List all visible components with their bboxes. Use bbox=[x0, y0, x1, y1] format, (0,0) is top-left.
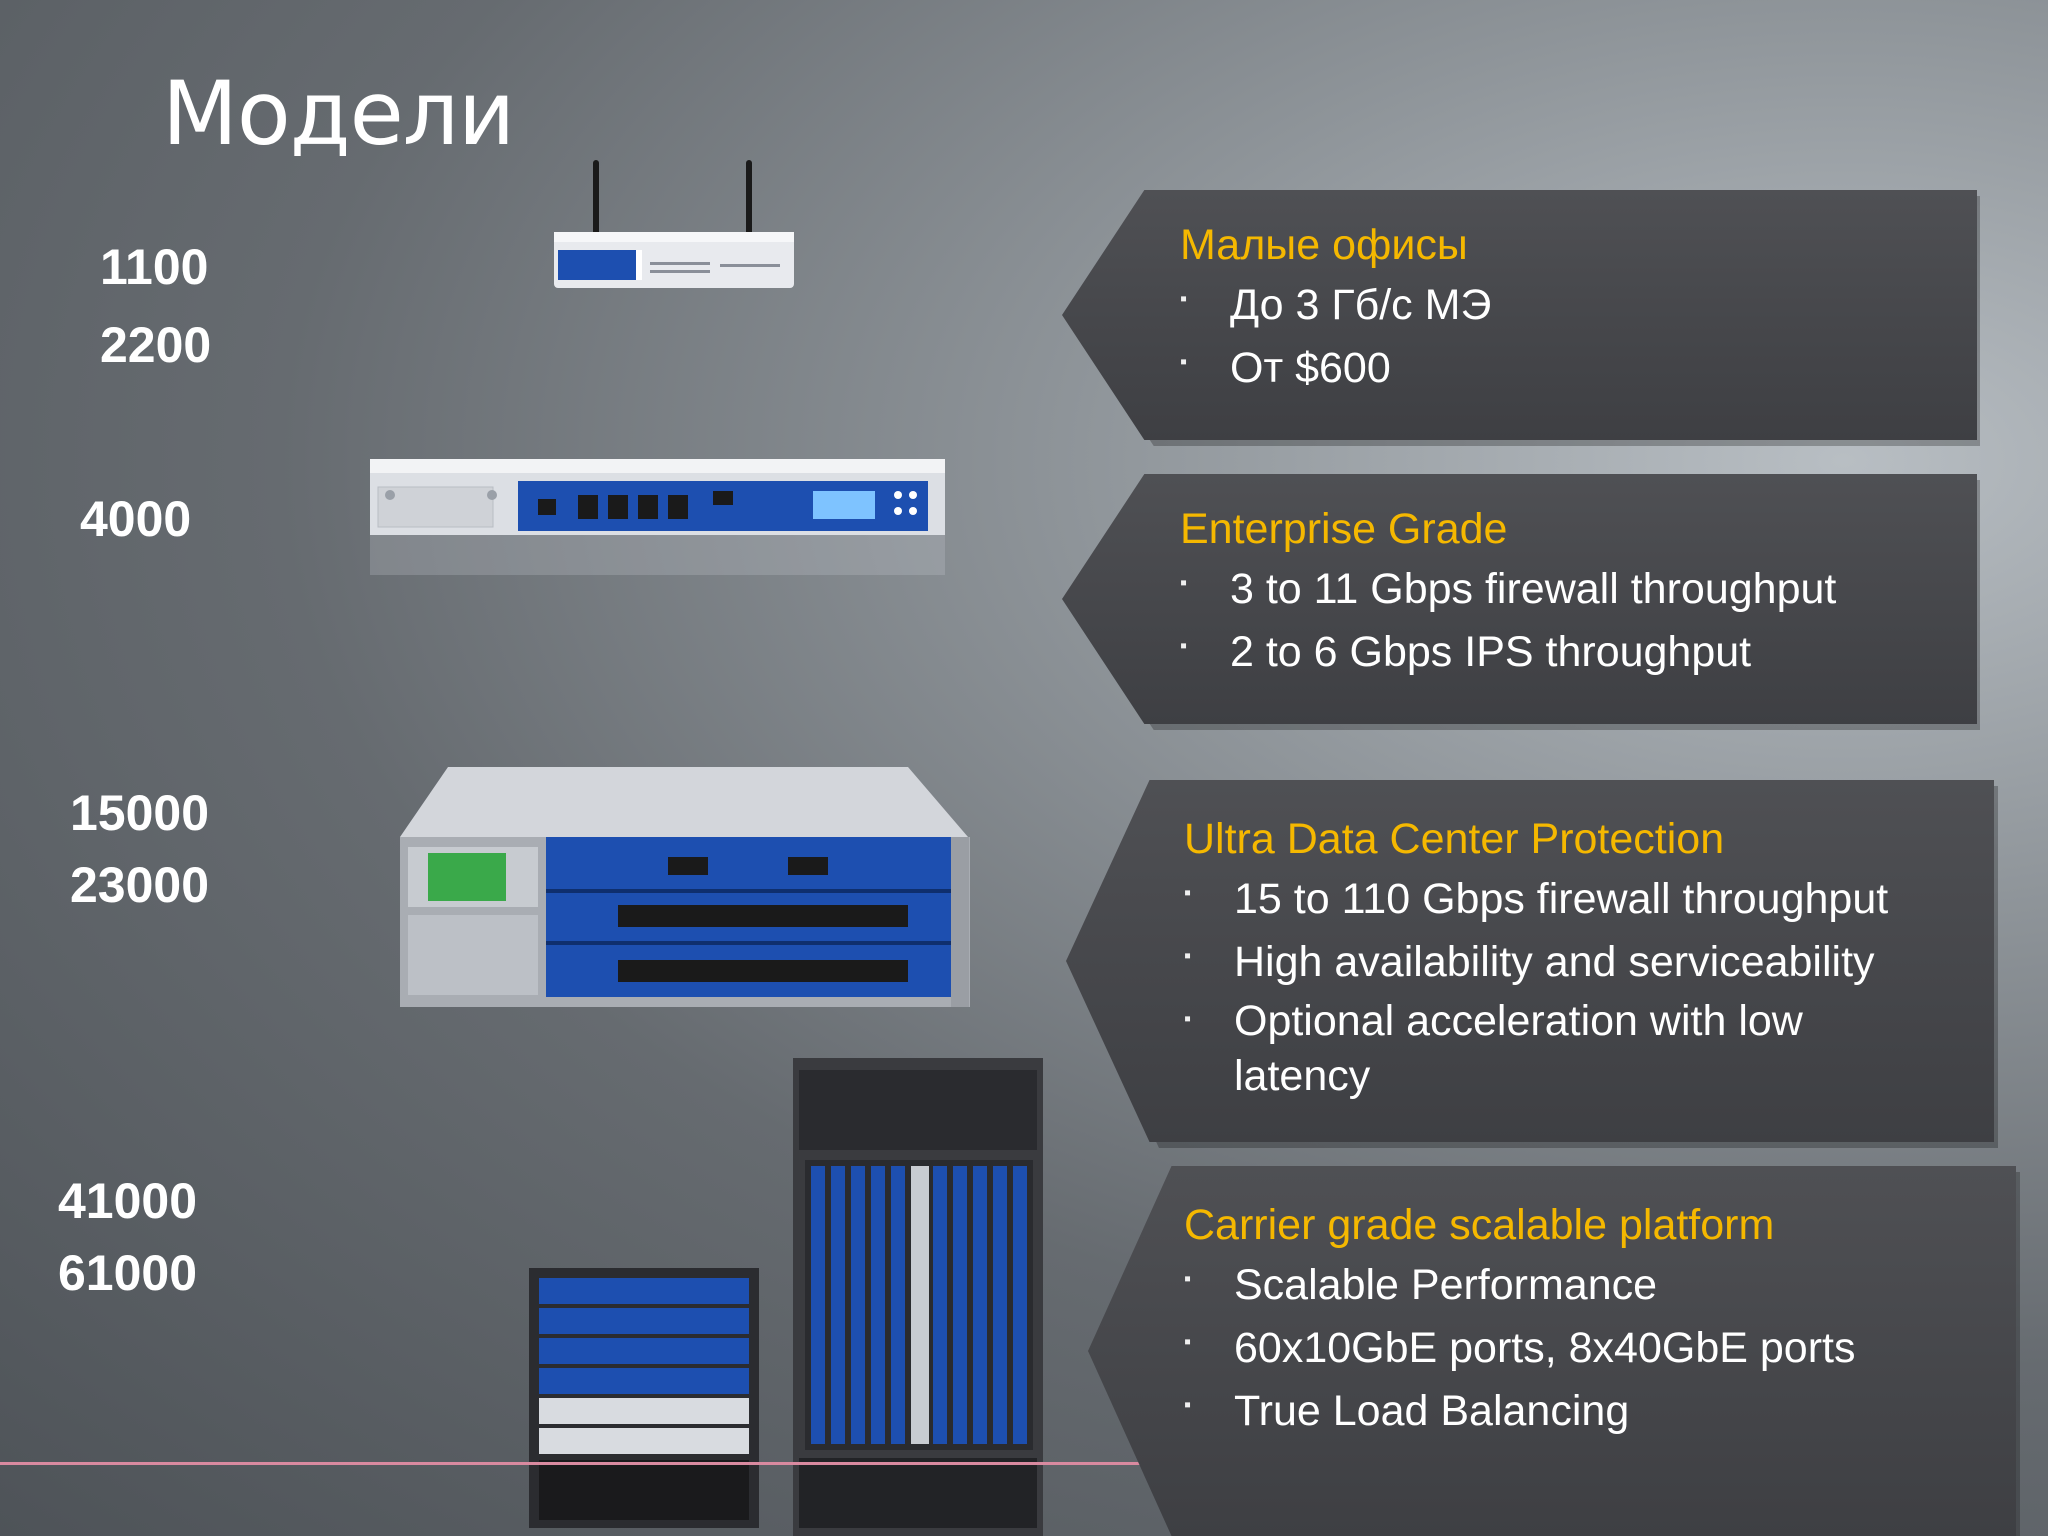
panel-small-offices bbox=[1062, 190, 1977, 440]
model-number: 2200 bbox=[100, 317, 212, 373]
bullet-text: Optional acceleration with low latency bbox=[1234, 997, 1803, 1100]
bullet-icon: ▪ bbox=[1180, 288, 1188, 310]
bullet-icon: ▪ bbox=[1184, 1008, 1192, 1030]
bullet-text: 3 to 11 Gbps firewall throughput bbox=[1230, 565, 1837, 613]
panel-enterprise-grade bbox=[1062, 474, 1977, 724]
bullet-icon: ▪ bbox=[1184, 882, 1192, 904]
bullet-icon: ▪ bbox=[1180, 635, 1188, 657]
panel-content: Enterprise Grade ▪ 3 to 11 Gbps firewall… bbox=[1180, 500, 1836, 684]
list-item: ▪ Optional acceleration with low latency bbox=[1184, 994, 1964, 1104]
list-item: ▪ 60x10GbE ports, 8x40GbE ports bbox=[1184, 1317, 1855, 1380]
bullet-text: От $600 bbox=[1230, 344, 1391, 392]
model-number: 41000 bbox=[58, 1173, 198, 1229]
bullet-text: High availability and serviceability bbox=[1234, 938, 1875, 986]
panel-heading: Малые офисы bbox=[1180, 221, 1468, 269]
list-item: ▪ От $600 bbox=[1180, 337, 1491, 400]
bullet-icon: ▪ bbox=[1180, 351, 1188, 373]
bullet-text: 15 to 110 Gbps firewall throughput bbox=[1234, 875, 1889, 923]
list-item: ▪ 3 to 11 Gbps firewall throughput bbox=[1180, 558, 1836, 621]
list-item: ▪ 15 to 110 Gbps firewall throughput bbox=[1184, 868, 1964, 931]
bottom-accent-line bbox=[0, 1462, 1210, 1465]
bullet-icon: ▪ bbox=[1184, 1268, 1192, 1290]
list-item: ▪ 2 to 6 Gbps IPS throughput bbox=[1180, 621, 1836, 684]
panel-carrier-grade bbox=[1088, 1166, 2016, 1536]
list-item: ▪ Scalable Performance bbox=[1184, 1254, 1855, 1317]
appliance-datacenter-image bbox=[400, 767, 970, 1007]
model-number: 1100 bbox=[100, 239, 209, 295]
bullet-text: 2 to 6 Gbps IPS throughput bbox=[1230, 628, 1752, 676]
panel-heading: Carrier grade scalable platform bbox=[1184, 1201, 1775, 1249]
slide-title: Модели bbox=[162, 62, 515, 165]
list-item: ▪ True Load Balancing bbox=[1184, 1380, 1855, 1443]
panel-content: Малые офисы ▪ До 3 Гб/с МЭ ▪ От $600 bbox=[1180, 216, 1491, 400]
bullet-icon: ▪ bbox=[1184, 1394, 1192, 1416]
router-device-image bbox=[554, 160, 794, 288]
chassis-platform-image bbox=[529, 1058, 1043, 1536]
bullet-icon: ▪ bbox=[1180, 572, 1188, 594]
model-number: 61000 bbox=[58, 1245, 198, 1301]
panel-heading: Enterprise Grade bbox=[1180, 505, 1508, 553]
bullet-text: Scalable Performance bbox=[1234, 1261, 1658, 1309]
panel-content: Carrier grade scalable platform ▪ Scalab… bbox=[1184, 1196, 1855, 1443]
bullet-icon: ▪ bbox=[1184, 1331, 1192, 1353]
model-number: 23000 bbox=[70, 857, 210, 913]
bullet-text: 60x10GbE ports, 8x40GbE ports bbox=[1234, 1324, 1856, 1372]
panel-heading: Ultra Data Center Protection bbox=[1184, 815, 1725, 863]
bullet-text: True Load Balancing bbox=[1234, 1387, 1630, 1435]
list-item: ▪ До 3 Гб/с МЭ bbox=[1180, 274, 1491, 337]
panel-content: Ultra Data Center Protection ▪ 15 to 110… bbox=[1184, 810, 1964, 1104]
panel-ultra-data-center bbox=[1066, 780, 1994, 1142]
appliance-4000-image bbox=[370, 459, 945, 575]
model-number: 15000 bbox=[70, 785, 210, 841]
model-number: 4000 bbox=[80, 491, 192, 547]
bullet-icon: ▪ bbox=[1184, 945, 1192, 967]
list-item: ▪ High availability and serviceability bbox=[1184, 931, 1964, 994]
bullet-text: До 3 Гб/с МЭ bbox=[1230, 281, 1492, 329]
